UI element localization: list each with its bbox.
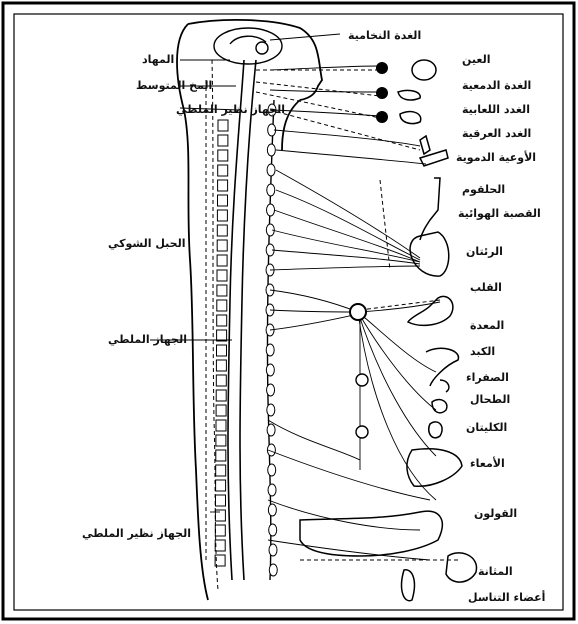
chain-ganglion <box>266 364 274 376</box>
vertebra-segment <box>216 390 226 401</box>
vertebra-segment <box>216 480 226 491</box>
vertebra-segment <box>217 255 227 266</box>
vertebra-segment <box>216 465 226 476</box>
salivary-organ <box>400 112 421 124</box>
vertebra-segment <box>217 330 227 341</box>
chain-ganglion <box>267 204 275 216</box>
label-sweat: الغدد العرقية <box>462 128 531 140</box>
vertebra-segment <box>216 360 226 371</box>
vertebra-segment <box>217 240 227 251</box>
vertebra-segment <box>217 315 227 326</box>
label-parasympathetic-upper: الجهاز نظير الملطي <box>176 104 285 116</box>
vertebra-segment <box>216 435 226 446</box>
spleen-organ <box>432 400 447 413</box>
vertebra-segment <box>215 540 225 551</box>
label-hypothalamus: المهاد <box>142 54 174 66</box>
label-genitals: أعضاء التناسل <box>468 592 545 604</box>
label-spleen: الطحال <box>470 394 510 406</box>
vertebra-segment <box>217 210 227 221</box>
chain-ganglion <box>268 484 276 496</box>
vertebra-segment <box>217 270 227 281</box>
label-autonomic: الجهاز الملطي <box>108 334 187 346</box>
label-liver: الكبد <box>470 346 495 358</box>
vertebra-segment <box>216 405 226 416</box>
vertebra-segment <box>218 195 228 206</box>
vertebra-segment <box>217 345 227 356</box>
label-colon: القولون <box>474 508 517 520</box>
bladder-organ <box>446 553 477 582</box>
sweat-organ <box>420 136 430 154</box>
label-trachea: القصبة الهوائية <box>458 208 541 220</box>
trachea-organ <box>420 178 440 240</box>
chain-ganglion <box>267 184 275 196</box>
vertebra-segment <box>218 135 228 146</box>
vertebrae <box>215 120 228 566</box>
label-eye: العين <box>462 54 491 66</box>
label-parasympathetic-lower: الجهاز نظير الملطي <box>82 528 191 540</box>
colon-organ <box>300 511 442 556</box>
chain-ganglion <box>267 424 275 436</box>
eye-organ <box>412 60 436 80</box>
head-ganglia <box>350 62 388 438</box>
chain-ganglion <box>269 544 277 556</box>
vertebra-segment <box>217 225 227 236</box>
kidney-organ <box>429 422 442 438</box>
vertebra-segment <box>218 180 228 191</box>
vertebra-segment <box>218 150 228 161</box>
chain-ganglion <box>269 564 277 576</box>
vertebra-segment <box>217 285 227 296</box>
label-pituitary: الغدة النخامية <box>348 30 421 42</box>
chain-ganglion <box>266 344 274 356</box>
label-lacrimal: الغدة الدمعية <box>462 80 531 92</box>
label-vessels: الأوعية الدموية <box>456 152 536 164</box>
label-stomach: المعدة <box>470 320 504 332</box>
gall-organ <box>440 380 449 392</box>
chain-ganglion <box>269 524 277 536</box>
label-heart: القلب <box>470 282 502 294</box>
chain-ganglion <box>267 144 275 156</box>
chain-ganglion <box>267 384 275 396</box>
label-kidneys: الكليتان <box>466 422 507 434</box>
vertebra-segment <box>216 420 226 431</box>
label-intestines: الأمعاء <box>470 458 505 470</box>
vertebra-segment <box>215 525 225 536</box>
lung-organ <box>410 232 449 276</box>
chain-ganglion <box>267 404 275 416</box>
label-midbrain: المخ المتوسط <box>136 80 212 92</box>
genital-organ <box>402 570 415 601</box>
chain-ganglion <box>268 464 276 476</box>
vertebra-segment <box>216 450 226 461</box>
vertebra-segment <box>218 120 228 131</box>
label-lungs: الرئتان <box>466 246 503 258</box>
chain-ganglion <box>268 504 276 516</box>
label-bronchi: الحلقوم <box>462 184 505 196</box>
lacrimal-organ <box>398 90 420 100</box>
label-gall: الصفراء <box>466 372 509 384</box>
label-sympathetic-chain: الحبل الشوكي <box>108 238 185 250</box>
spinal-cord <box>228 60 256 580</box>
vertebra-segment <box>216 495 226 506</box>
vertebra-segment <box>217 300 227 311</box>
label-bladder: المثانة <box>478 566 513 578</box>
brain <box>214 28 282 64</box>
label-salivary: الغدد اللعابية <box>462 104 530 116</box>
chain-ganglion <box>267 164 275 176</box>
vertebra-segment <box>216 375 226 386</box>
vertebra-segment <box>218 165 228 176</box>
